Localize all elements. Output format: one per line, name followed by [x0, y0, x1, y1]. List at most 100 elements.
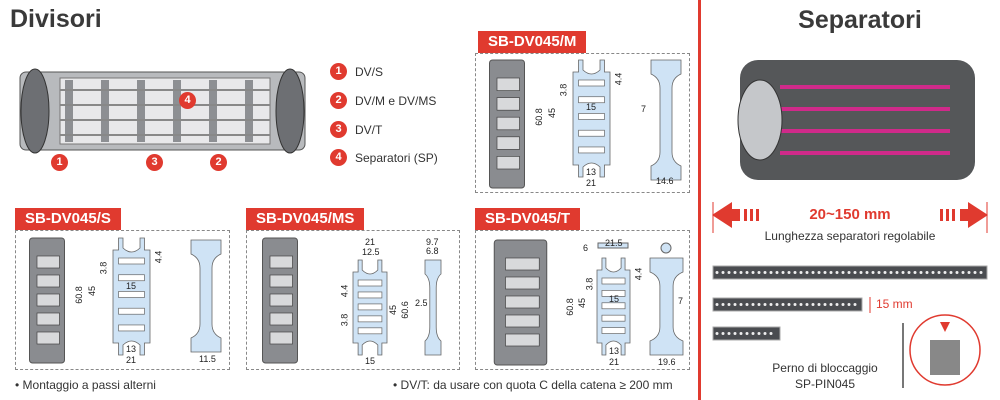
bar-hole [949, 271, 953, 274]
dim: 13 [586, 167, 597, 177]
spacer-slot [357, 315, 383, 323]
bar-hole [877, 271, 881, 274]
bar-hole [811, 303, 815, 306]
bar-hole [925, 271, 929, 274]
dim: 6 [583, 243, 589, 253]
dim: 15 [126, 281, 137, 291]
bar-hole [823, 271, 827, 274]
bar-hole [793, 303, 797, 306]
arrow-right-icon [960, 202, 988, 228]
section-divider [698, 0, 701, 400]
separator-chain-image [740, 60, 975, 180]
bar-hole [787, 303, 791, 306]
arrow-bar [946, 209, 949, 221]
divider-slot [36, 274, 60, 288]
chain-side-plate [737, 79, 783, 161]
bar-hole [919, 271, 923, 274]
dim: 6.8 [426, 246, 439, 256]
bar-hole [787, 271, 791, 274]
dim: 13 [609, 346, 620, 356]
dim: 2.5 [415, 298, 428, 308]
bar-hole [769, 332, 773, 335]
separator-strip [780, 85, 950, 89]
bar-hole [763, 303, 767, 306]
bar-hole [799, 303, 803, 306]
bar-hole [721, 271, 725, 274]
divider-slot [269, 255, 293, 269]
bar-hole [751, 303, 755, 306]
bar-hole [733, 332, 737, 335]
dim: 11.5 [199, 354, 216, 364]
bar-hole [931, 271, 935, 274]
dim: 4.4 [339, 284, 350, 298]
bar-hole [775, 303, 779, 306]
height-label: 15 mm [876, 297, 913, 311]
legend-text: DV/M e DV/MS [355, 93, 437, 108]
panel-m [475, 53, 690, 193]
dim: 7 [641, 104, 647, 114]
bar-hole [763, 271, 767, 274]
pin-detail-image [930, 340, 960, 375]
divider-slot [269, 312, 293, 326]
chain-divider [137, 80, 145, 142]
bar-hole [847, 303, 851, 306]
bar-hole [961, 271, 965, 274]
bar-hole [745, 332, 749, 335]
bar-hole [829, 271, 833, 274]
bar-hole [811, 271, 815, 274]
divider-slot [36, 331, 60, 345]
panel-m-label: SB-DV045/M [478, 31, 587, 53]
bar-hole [733, 303, 737, 306]
bar-hole [913, 271, 917, 274]
bar-hole [871, 271, 875, 274]
bar-hole [847, 271, 851, 274]
dim: 15 [365, 356, 376, 366]
chain-end-left [20, 68, 50, 154]
pin-code: SP-PIN045 [794, 377, 856, 391]
bar-hole [757, 271, 761, 274]
bar-hole [853, 271, 857, 274]
bar-hole [835, 303, 839, 306]
length-range: 20~150 mm [809, 206, 891, 223]
marker-2: 2 [210, 154, 227, 171]
divider-slot [496, 136, 520, 150]
dim: 21.5 [605, 238, 623, 248]
bar-hole [739, 303, 743, 306]
chain-divider [209, 80, 217, 142]
chain-divider [65, 80, 73, 142]
bar-hole [865, 271, 869, 274]
separator-strip [780, 107, 950, 111]
chain-divider [101, 80, 109, 142]
bar-hole [979, 271, 983, 274]
bar-hole [841, 271, 845, 274]
bar-hole [757, 303, 761, 306]
bar-hole [835, 271, 839, 274]
pin-drawing [597, 242, 629, 249]
bar-hole [943, 271, 947, 274]
divider-slot [505, 333, 540, 347]
bar-hole [775, 271, 779, 274]
bar-hole [721, 303, 725, 306]
divider-slot [269, 274, 293, 288]
spacer-slot [578, 146, 605, 154]
arrow-bar [952, 209, 955, 221]
panel-ms-label: SB-DV045/MS [246, 208, 365, 230]
bar-hole [769, 271, 773, 274]
spacer-slot [357, 303, 383, 311]
panel-s [15, 230, 230, 370]
bar-hole [817, 271, 821, 274]
spacer-slot [601, 302, 626, 310]
dim: 60.6 [399, 301, 410, 319]
dim: 4.4 [633, 267, 644, 281]
dim: 21 [126, 355, 137, 365]
divisori-title: Divisori [10, 5, 102, 33]
bar-hole [793, 271, 797, 274]
divider-slot [496, 156, 520, 170]
bar-hole [805, 271, 809, 274]
dim: 21 [609, 357, 620, 367]
bar-hole [769, 303, 773, 306]
bar-hole [727, 303, 731, 306]
